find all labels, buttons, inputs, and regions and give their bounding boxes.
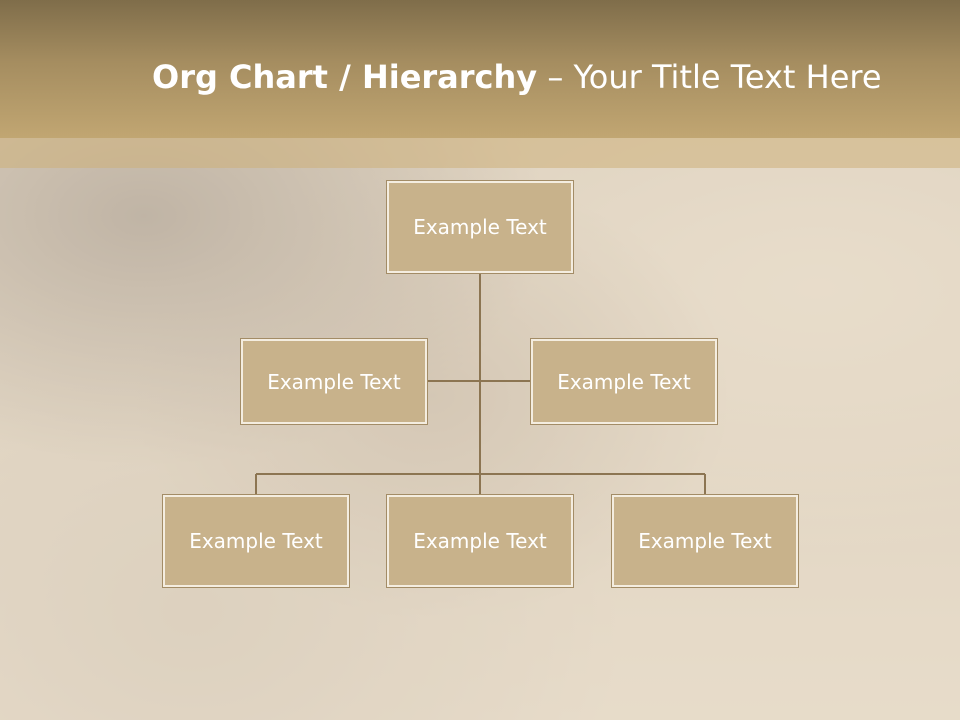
slide-title: Org Chart / Hierarchy – Your Title Text … (152, 52, 882, 102)
title-band-accent (0, 138, 960, 168)
title-band (0, 0, 960, 138)
org-node-child-right[interactable]: Example Text (611, 494, 799, 588)
title-rest: Your Title Text Here (573, 58, 882, 96)
org-node-root[interactable]: Example Text (386, 180, 574, 274)
org-node-child-center[interactable]: Example Text (386, 494, 574, 588)
title-bold: Org Chart / Hierarchy (152, 58, 538, 96)
org-node-assistant-left[interactable]: Example Text (240, 338, 428, 425)
org-node-assistant-right[interactable]: Example Text (530, 338, 718, 425)
title-dash: – (537, 58, 574, 96)
org-node-child-left[interactable]: Example Text (162, 494, 350, 588)
